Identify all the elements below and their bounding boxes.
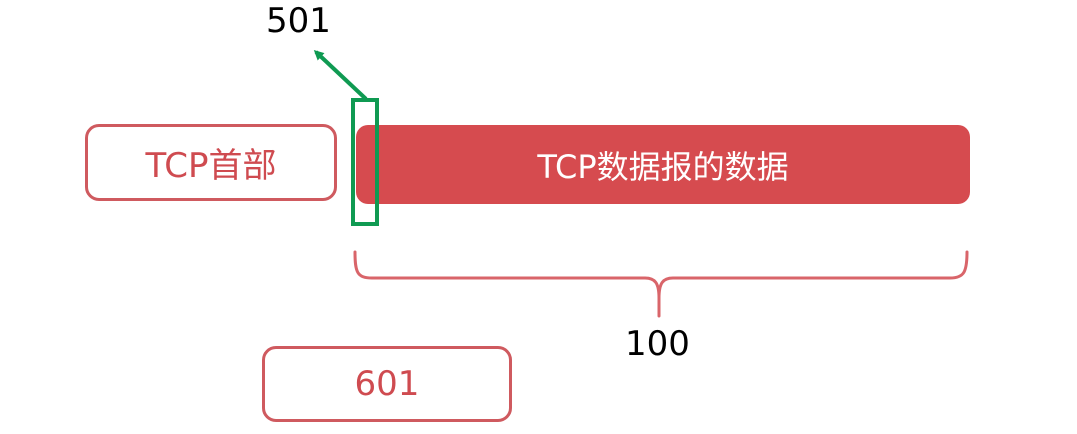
tcp-header-box: TCP首部 <box>85 124 337 201</box>
length-brace <box>353 250 969 318</box>
start-sequence-number: 501 <box>266 1 331 41</box>
next-sequence-box: 601 <box>262 346 512 422</box>
tcp-header-label: TCP首部 <box>145 146 277 186</box>
tcp-data-bar: TCP数据报的数据 <box>356 125 970 204</box>
first-byte-marker <box>351 98 379 226</box>
tcp-data-label: TCP数据报的数据 <box>537 147 789 186</box>
next-sequence-number: 601 <box>354 364 420 404</box>
data-length-label: 100 <box>625 324 690 364</box>
start-pointer-arrow <box>313 49 368 101</box>
